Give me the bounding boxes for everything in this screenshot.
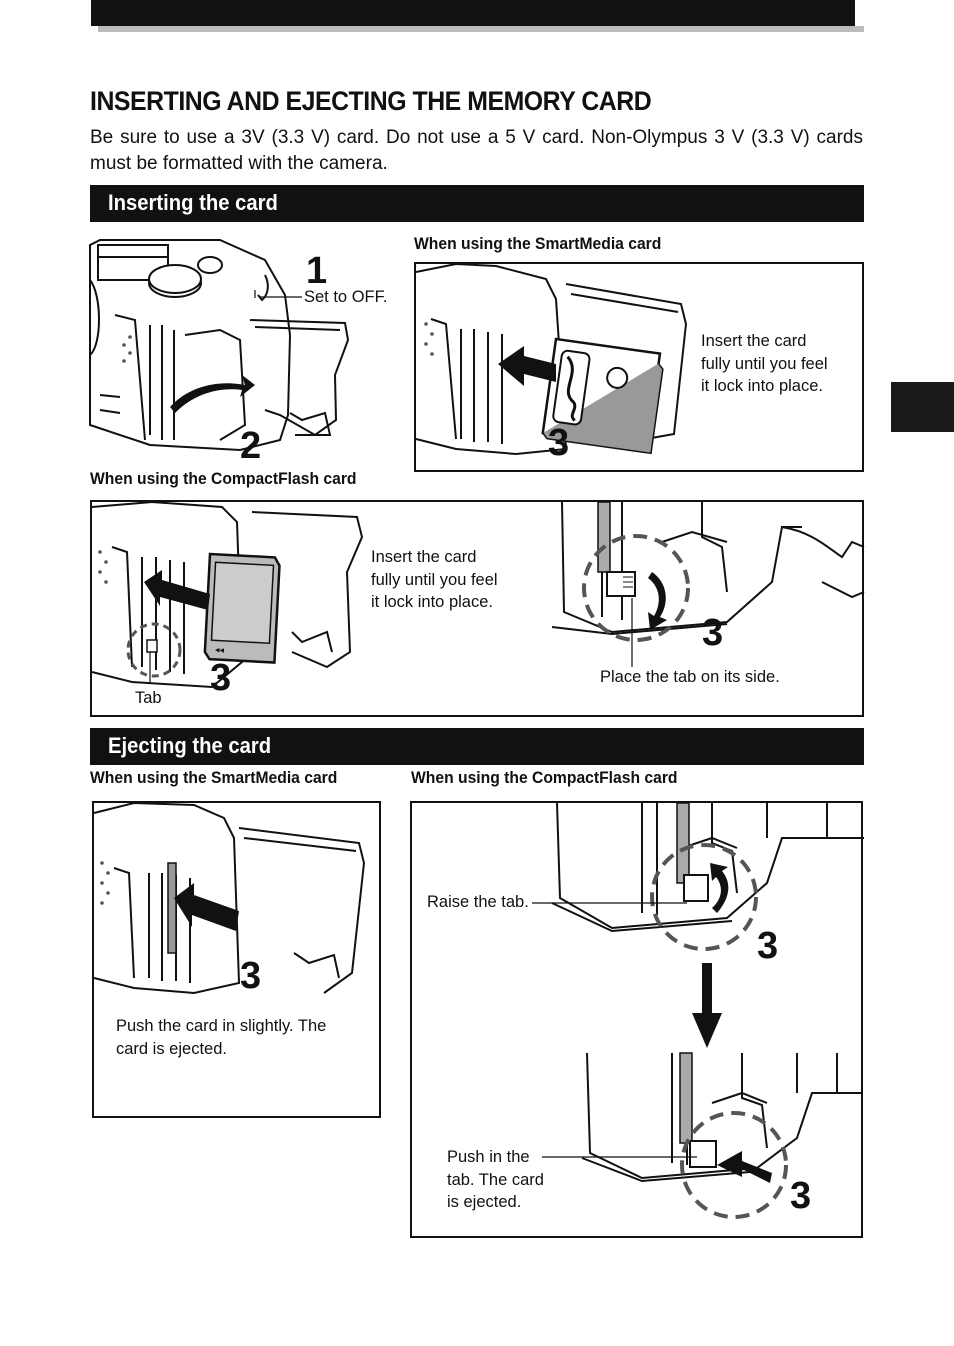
caption-line: Insert the card [371,548,477,566]
step-number-3-compactflash-raise: 3 [757,925,779,967]
caption-line: Push the card in slightly. The [116,1017,327,1035]
caption-line: tab. The card [447,1170,544,1189]
smartmedia-eject-illustration [93,801,366,995]
set-off-caption: Set to OFF. [304,288,388,306]
raise-tab-leader-line [532,902,687,904]
compactflash-insert-caption: Insert the card fully until you feel it … [371,546,498,614]
smartmedia-insert-illustration [415,262,688,456]
subheading-compactflash-insert: When using the CompactFlash card [90,470,357,488]
page-title: INSERTING AND EJECTING THE MEMORY CARD [90,86,652,116]
caption-line: it lock into place. [371,593,493,611]
compactflash-eject-top-illustration [551,802,864,951]
tab-label: Tab [135,689,162,707]
chapter-tab [891,382,954,432]
step-number-1: 1 [306,250,328,292]
compactflash-insert-panel: ◂◂ 3 Tab Insert the card fully until you… [90,500,865,717]
step-number-2: 2 [240,425,262,467]
subheading-compactflash-eject: When using the CompactFlash card [411,769,678,787]
step-number-3-compactflash-push: 3 [790,1175,812,1217]
push-tab-leader-line [542,1156,697,1158]
header-bar-shadow [98,26,864,32]
compactflash-tab-illustration [551,501,865,667]
step-number-3-smartmedia-eject: 3 [240,955,262,997]
smartmedia-eject-caption: Push the card in slightly. The card is e… [116,1015,326,1060]
subheading-smartmedia-eject: When using the SmartMedia card [90,769,338,787]
caption-line: Push in the [447,1148,530,1166]
step-number-3-compactflash-insert: 3 [210,657,232,699]
step-number-3-compactflash-tab: 3 [702,612,724,654]
intro-paragraph: Be sure to use a 3V (3.3 V) card. Do not… [90,127,863,174]
tab-caption: Place the tab on its side. [600,668,780,686]
header-bar [91,0,855,26]
compactflash-insert-illustration: ◂◂ [91,500,364,689]
svg-text:◂◂: ◂◂ [215,645,225,655]
push-tab-caption: Push in the tab. The card is ejected. [447,1146,544,1214]
camera-power-illustration [89,239,350,452]
caption-line: is ejected. [447,1193,522,1211]
subheading-smartmedia-insert: When using the SmartMedia card [414,235,662,253]
section-heading-inserting: Inserting the card [90,185,864,222]
section-heading-inserting-text: Inserting the card [108,190,278,215]
caption-line: fully until you feel [371,570,498,589]
smartmedia-eject-panel: 3 Push the card in slightly. The card is… [92,801,381,1118]
caption-line: Insert the card [701,332,807,350]
caption-line: fully until you feel [701,354,828,373]
smartmedia-insert-panel: 3 Insert the card fully until you feel i… [414,262,864,472]
step-number-3-smartmedia-insert: 3 [548,422,570,464]
compactflash-eject-panel: 3 Raise the tab. 3 Push in the tab. The … [410,801,864,1238]
section-heading-ejecting: Ejecting the card [90,728,864,765]
caption-line: it lock into place. [701,377,823,395]
caption-line: card is ejected. [116,1039,227,1058]
smartmedia-insert-caption: Insert the card fully until you feel it … [701,330,828,398]
section-heading-ejecting-text: Ejecting the card [108,733,272,758]
compactflash-eject-bottom-illustration [581,1052,863,1219]
raise-tab-caption: Raise the tab. [427,893,529,911]
down-arrow-icon [692,963,722,1048]
